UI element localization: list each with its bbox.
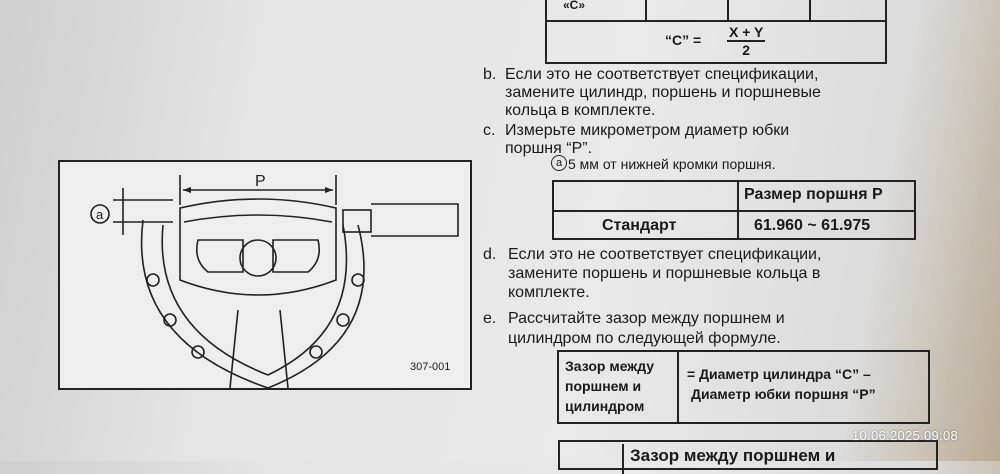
step-d-line2: замените поршень и поршневые кольца в (508, 265, 821, 282)
cylinder-row-label: «C» (563, 0, 586, 12)
frame-hole (351, 273, 365, 287)
step-c-note: 5 мм от нижней кромки поршня. (568, 156, 776, 172)
box-divider (677, 352, 679, 422)
table-divider (809, 0, 811, 20)
step-b-letter: b. (483, 66, 497, 83)
arrow-head (183, 187, 191, 193)
formula-c: “C” = X + Y 2 (547, 20, 885, 62)
step-d-letter: d. (483, 246, 497, 263)
figure-number: 307-001 (410, 361, 450, 373)
step-b-line2: замените цилиндр, поршень и поршневые (505, 84, 821, 101)
note-a-marker: a (551, 155, 567, 171)
piston-pin (239, 239, 277, 277)
connecting-rod-left (229, 309, 239, 389)
clearance-formula-line2: Диаметр юбки поршня “P” (691, 386, 876, 402)
table-divider (645, 0, 647, 20)
piston-micrometer-figure: P a 307-001 (58, 160, 472, 390)
piston-body (179, 198, 337, 296)
micrometer-frame-inner-right (267, 224, 348, 376)
frame-hole (146, 273, 160, 287)
piston-ring-groove (183, 214, 333, 223)
table-divider (727, 0, 729, 20)
frame-hole (336, 313, 350, 327)
clearance-formula: = Диаметр цилиндра “C” – Диаметр юбки по… (687, 364, 876, 404)
cylinder-spec-table: «C» “C” = X + Y 2 (545, 0, 887, 64)
micrometer-frame-outer-right (267, 224, 365, 389)
micrometer-frame-outer (140, 219, 269, 389)
clearance-label-line2: поршнем и (565, 378, 642, 394)
step-c-letter: c. (483, 122, 496, 139)
warning-icon (562, 444, 624, 474)
piston-size-header: Размер поршня P (744, 186, 883, 203)
step-b-line3: кольца в комплекте. (505, 102, 656, 119)
step-b-line1: Если это не соответствует спецификации, (505, 66, 819, 83)
dim-a-circle (90, 204, 110, 224)
formula-fraction: X + Y 2 (727, 24, 766, 58)
clearance-formula-box: Зазор между поршнем и цилиндром = Диамет… (557, 350, 930, 424)
standard-label: Стандарт (602, 217, 677, 234)
formula-numerator: X + Y (727, 24, 766, 42)
photo-timestamp: 10.06.2025 09:08 (852, 428, 959, 443)
pin-boss-left (195, 239, 244, 273)
clearance-label: Зазор между поршнем и цилиндром (565, 356, 654, 416)
micrometer-spindle (371, 203, 459, 237)
step-d-line3: комплекте. (508, 284, 590, 301)
cylinder-row: «C» (547, 0, 885, 22)
step-c-line1: Измерьте микрометром диаметр юбки (505, 122, 790, 139)
dim-p-label: P (255, 173, 266, 190)
step-e-line1: Рассчитайте зазор между поршнем и (508, 310, 785, 327)
standard-value: 61.960 ~ 61.975 (754, 217, 871, 234)
micrometer-frame-inner (161, 224, 269, 376)
formula-denominator: 2 (742, 42, 751, 58)
connecting-rod-right (279, 309, 289, 389)
frame-hole (309, 345, 323, 359)
bottom-section-box: Зазор между поршнем и (558, 440, 938, 474)
step-e-letter: e. (483, 310, 497, 327)
formula-lhs: “C” = (665, 32, 702, 48)
clearance-label-line3: цилиндром (565, 398, 645, 414)
clearance-formula-line1: = Диаметр цилиндра “C” – (687, 366, 871, 382)
piston-size-table: Размер поршня P Стандарт 61.960 ~ 61.975 (552, 180, 916, 240)
clearance-label-line1: Зазор между (565, 358, 655, 374)
pin-boss-right (272, 239, 321, 273)
arrow-head (325, 187, 333, 193)
micrometer-anvil (342, 209, 372, 233)
step-d-line1: Если это не соответствует спецификации, (508, 246, 822, 263)
frame-hole (191, 345, 205, 359)
dim-a-label: a (96, 207, 104, 222)
bottom-heading: Зазор между поршнем и (630, 446, 836, 465)
step-c-line2: поршня “P”. (505, 140, 593, 157)
frame-hole (163, 313, 177, 327)
step-e-line2: цилиндром по следующей формуле. (508, 330, 781, 347)
table-divider (554, 210, 914, 212)
